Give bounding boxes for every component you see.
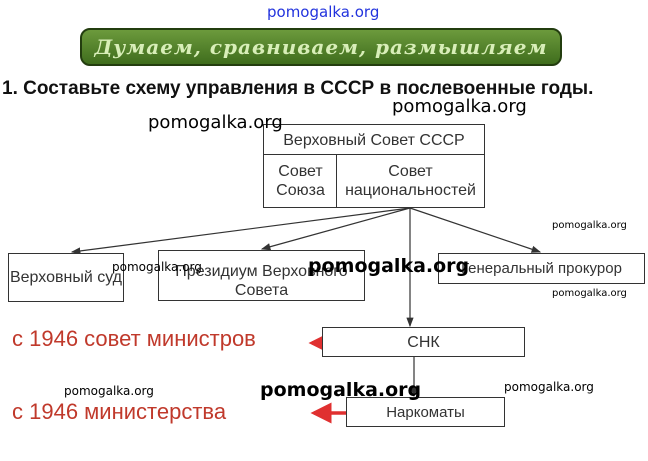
watermark: pomogalka.org: [552, 288, 627, 299]
watermark: pomogalka.org: [392, 96, 527, 117]
annotation-council: с 1946 совет министров: [12, 326, 256, 351]
soviet-nationalities-box: Совет национальностей: [336, 154, 485, 208]
arrow-to-court: [70, 207, 411, 255]
annotation-ministries: с 1946 министерства: [12, 399, 227, 424]
supreme-court-box: Верховный суд: [8, 253, 124, 302]
watermark: pomogalka.org: [267, 3, 380, 21]
watermark: pomogalka.org: [504, 380, 594, 394]
narkomaty-box: Наркоматы: [346, 397, 505, 427]
soviet-union-box: Совет Союза: [263, 154, 338, 208]
arrow-to-prosecutor: [409, 207, 542, 253]
watermark: pomogalka.org: [552, 220, 627, 231]
watermark: pomogalka.org: [308, 255, 470, 277]
watermark: pomogalka.org: [260, 379, 422, 401]
presidium-box: Президиум Верховного Совета: [158, 250, 365, 301]
watermark: pomogalka.org: [64, 384, 154, 398]
supreme-soviet-box: Верховный Совет СССР: [263, 124, 485, 156]
watermark: pomogalka.org: [148, 112, 283, 133]
arrow-to-presidium: [260, 207, 411, 251]
prosecutor-box: Генеральный прокурор: [438, 253, 645, 284]
snk-box: СНК: [322, 327, 525, 357]
section-banner: Думаем, сравниваем, размышляем: [80, 28, 562, 66]
watermark: pomogalka.org: [112, 260, 202, 274]
task-heading: 1. Составьте схему управления в СССР в п…: [2, 78, 594, 99]
